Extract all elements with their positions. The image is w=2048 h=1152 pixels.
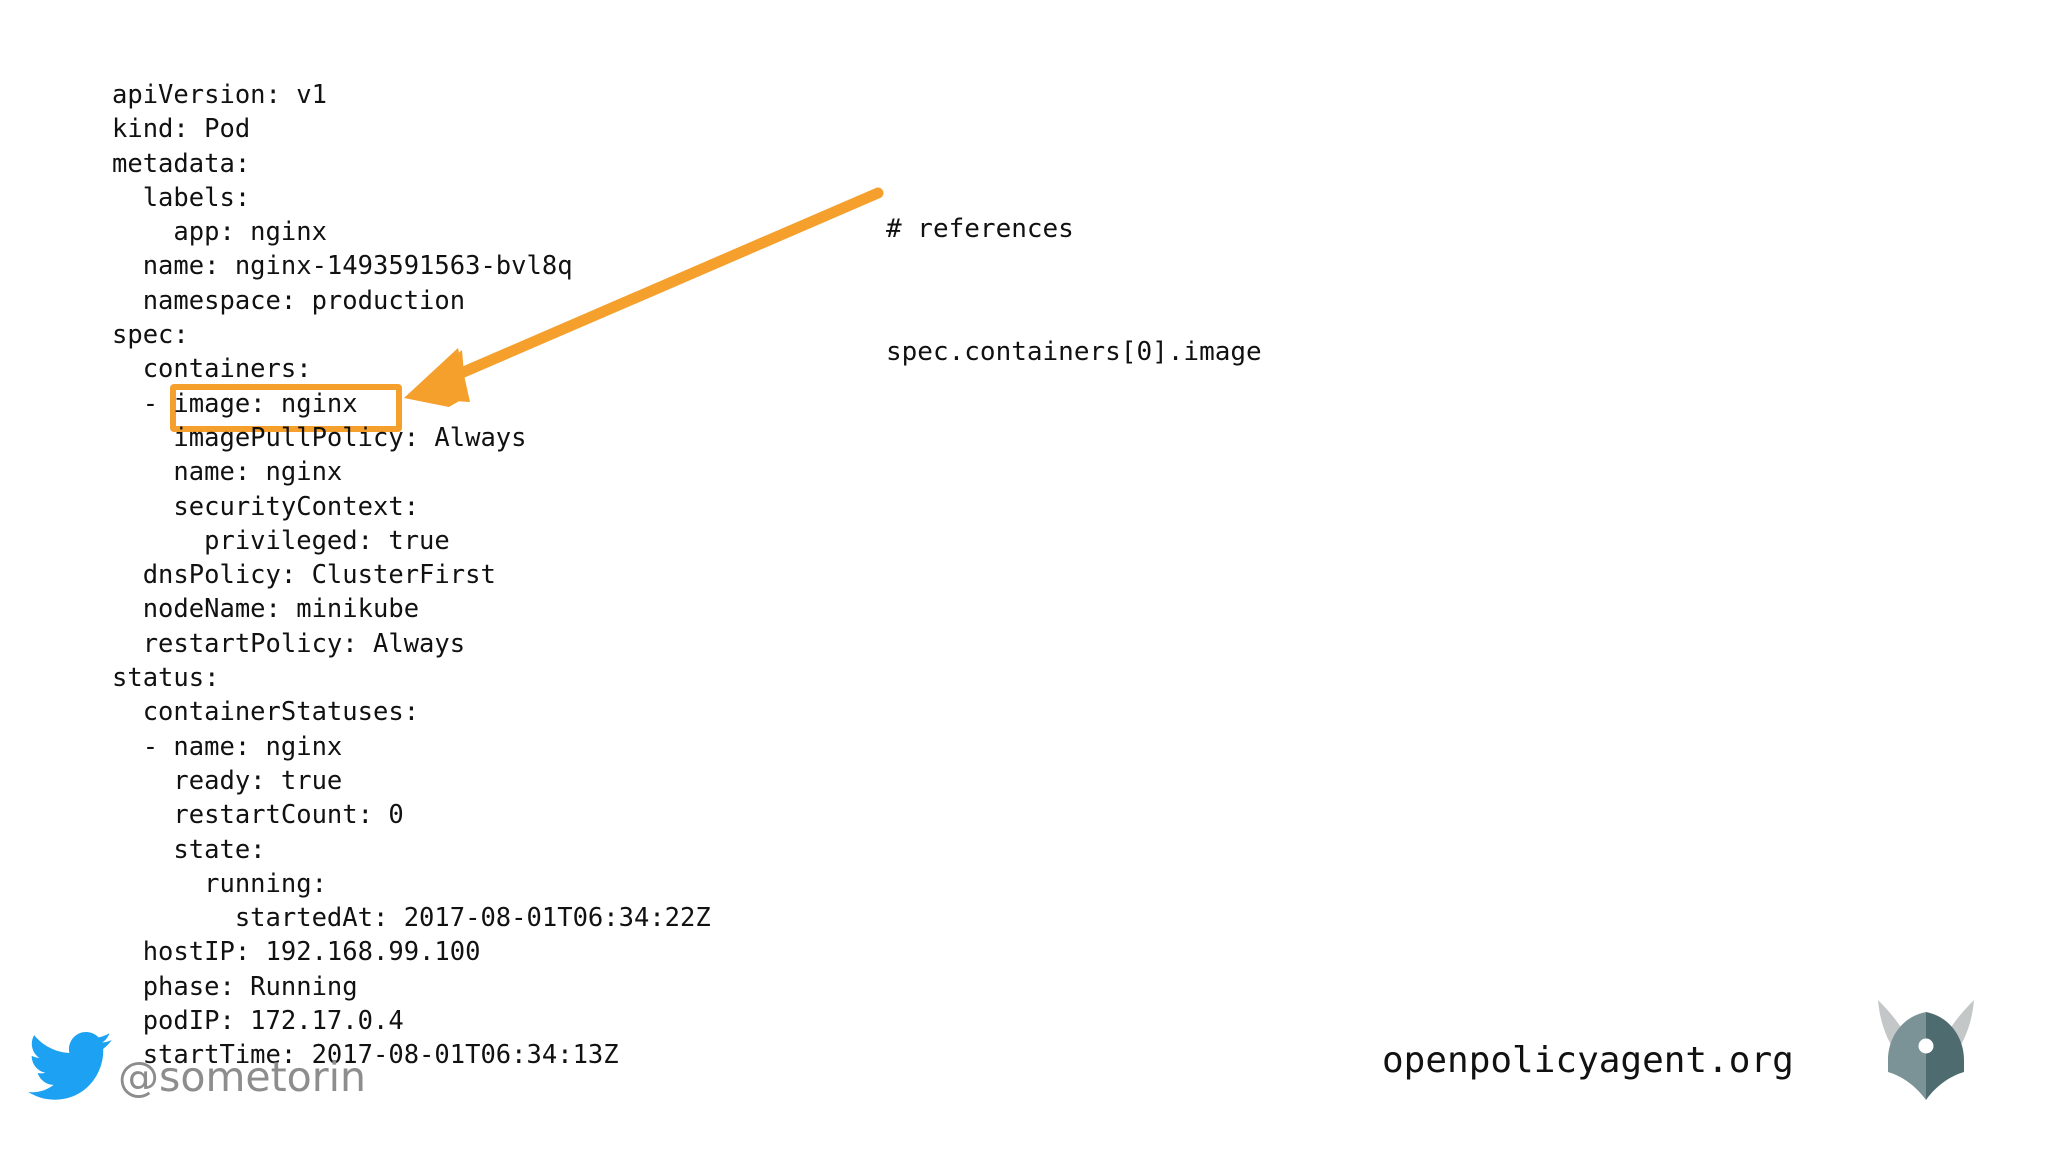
yaml-line: labels: xyxy=(112,182,251,213)
yaml-line: apiVersion: v1 xyxy=(112,80,327,110)
opa-logo-icon xyxy=(1878,1000,1974,1100)
yaml-line: name: nginx xyxy=(112,457,343,488)
yaml-line: startedAt: 2017-08-01T06:34:22Z xyxy=(112,903,711,934)
yaml-line: app: nginx xyxy=(112,217,327,248)
image-line-highlight-box xyxy=(170,384,402,432)
yaml-line: restartPolicy: Always xyxy=(112,628,466,659)
yaml-line: securityContext: xyxy=(112,491,420,522)
yaml-line: namespace: production xyxy=(112,285,466,316)
yaml-line: ready: true xyxy=(112,765,343,796)
yaml-line: kind: Pod xyxy=(112,114,251,145)
yaml-line: restartCount: 0 xyxy=(112,800,404,831)
yaml-line: spec: xyxy=(112,320,189,351)
yaml-line: startTime: 2017-08-01T06:34:13Z xyxy=(112,1040,619,1071)
yaml-line: metadata: xyxy=(112,148,251,179)
yaml-line: containers: xyxy=(112,354,312,385)
yaml-line: privileged: true xyxy=(112,525,450,556)
yaml-line: - image: nginx xyxy=(112,388,358,419)
yaml-line: name: nginx-1493591563-bvl8q xyxy=(112,251,573,282)
yaml-line: status: xyxy=(112,663,220,694)
opa-site-url[interactable]: openpolicyagent.org xyxy=(1382,1040,1794,1081)
annotation-comment: # references xyxy=(886,214,1074,244)
yaml-line: state: xyxy=(112,834,266,865)
yaml-line: nodeName: minikube xyxy=(112,594,420,625)
twitter-footer[interactable]: @sometorin xyxy=(28,1030,366,1102)
yaml-line: hostIP: 192.168.99.100 xyxy=(112,937,481,968)
twitter-icon[interactable] xyxy=(28,1030,112,1102)
annotation-callout: # references spec.containers[0].image xyxy=(886,127,1262,455)
yaml-line: - name: nginx xyxy=(112,731,343,762)
yaml-line: podIP: 172.17.0.4 xyxy=(112,1006,404,1037)
yaml-line: containerStatuses: xyxy=(112,697,420,728)
annotation-path: spec.containers[0].image xyxy=(886,337,1262,367)
twitter-handle-label: @sometorin xyxy=(118,1053,367,1101)
yaml-line: running: xyxy=(112,868,327,899)
yaml-line: phase: Running xyxy=(112,971,358,1002)
yaml-line: imagePullPolicy: Always xyxy=(112,422,527,453)
yaml-line: dnsPolicy: ClusterFirst xyxy=(112,560,496,591)
